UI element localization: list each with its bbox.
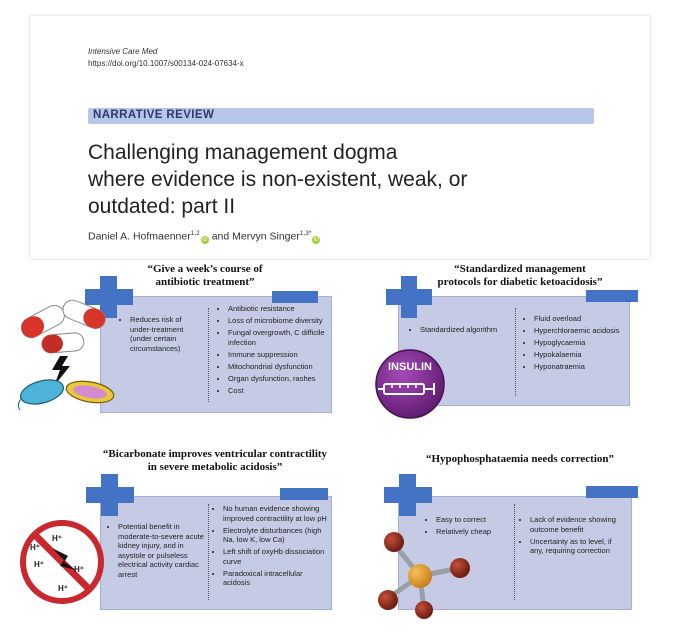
panel-4-title: “Hypophosphataemia needs correction”	[400, 453, 640, 466]
panel-3-title: “Bicarbonate improves ventricular contra…	[70, 448, 360, 474]
panel-2-title-line-2: protocols for diabetic ketoacidosis”	[437, 276, 603, 288]
list-item: Organ dysfunction, rashes	[228, 374, 330, 384]
list-item: Loss of microbiome diversity	[228, 316, 330, 326]
panel-2-title-line-1: “Standardized management	[454, 263, 586, 275]
panel-4-title-line-1: “Hypophosphataemia needs correction”	[425, 453, 615, 465]
list-item: Lack of evidence showing outcome benefit	[530, 515, 624, 534]
panel-1-title: “Give a week’s course of antibiotic trea…	[100, 263, 310, 289]
panel-3-box	[100, 496, 332, 610]
author-connector: and	[208, 230, 233, 243]
journal-name: Intensive Care Med	[88, 47, 158, 56]
phosphate-molecule-icon	[378, 532, 470, 619]
panel-divider	[514, 504, 515, 600]
panel-4-cons: Lack of evidence showing outcome benefit…	[520, 515, 624, 558]
panel-2-pros: Standardized algorithm	[410, 325, 510, 337]
article-title-line-3: outdated: part II	[88, 195, 236, 218]
author-1-affiliation: 1,2	[190, 230, 200, 237]
list-item: Potential benefit in moderate-to-severe …	[118, 522, 204, 579]
no-acid-icon	[20, 520, 104, 604]
list-item: Left shift of oxyHb dissociation curve	[223, 547, 331, 566]
orcid-icon[interactable]: iD	[312, 235, 321, 244]
panel-divider	[515, 308, 516, 396]
plus-icon	[86, 474, 134, 516]
hydrogen-ion-label: H⁺	[30, 543, 40, 552]
minus-icon	[586, 290, 638, 302]
doi-link[interactable]: https://doi.org/10.1007/s00134-024-07634…	[88, 59, 244, 68]
list-item: Hyperchloraemic acidosis	[534, 326, 624, 336]
panel-3-title-line-2: in severe metabolic acidosis”	[147, 461, 283, 473]
article-title-line-2: where evidence is non-existent, weak, or	[88, 168, 468, 191]
list-item: Electrolyte disturbances (high Na, low K…	[223, 526, 331, 545]
list-item: Relatively cheap	[436, 527, 514, 537]
list-item: Paradoxical intracellular acidosis	[223, 569, 331, 588]
panel-2-cons: Fluid overload Hyperchloraemic acidosis …	[524, 314, 624, 374]
panel-1-cons: Antibiotic resistance Loss of microbiome…	[218, 304, 330, 398]
orcid-icon[interactable]: iD	[200, 235, 209, 244]
author-2-affiliation: 1,3*	[299, 230, 312, 237]
hydrogen-ion-glyph: H⁺	[74, 565, 84, 574]
section-label: NARRATIVE REVIEW	[93, 109, 215, 121]
minus-icon	[272, 291, 318, 303]
panel-divider	[208, 308, 209, 402]
plus-icon	[85, 276, 133, 318]
list-item: No human evidence showing improved contr…	[223, 504, 331, 523]
list-item: Fluid overload	[534, 314, 624, 324]
hydrogen-ion-glyph: H⁺	[34, 560, 44, 569]
list-item: Antibiotic resistance	[228, 304, 330, 314]
list-item: Hyponatraemia	[534, 362, 624, 372]
author-1[interactable]: Daniel A. Hofmaenner	[88, 230, 191, 243]
list-item: Mitochondrial dysfunction	[228, 362, 330, 372]
list-item: Standardized algorithm	[420, 325, 510, 335]
panel-divider	[208, 504, 209, 600]
panel-3-pros: Potential benefit in moderate-to-severe …	[108, 522, 204, 582]
insulin-syringe-icon: INSULIN	[374, 348, 446, 420]
panel-4-pros: Easy to correct Relatively cheap	[426, 515, 514, 539]
list-item: Hypoglycaemia	[534, 338, 624, 348]
list-item: Immune suppression	[228, 350, 330, 360]
list-item: Fungal overgrowth, C difficile infection	[228, 328, 330, 347]
plus-icon	[384, 474, 432, 516]
article-title-line-1: Challenging management dogma	[88, 141, 398, 164]
panel-3-title-line-1: “Bicarbonate improves ventricular contra…	[102, 448, 328, 460]
author-2[interactable]: Mervyn Singer	[232, 230, 300, 243]
list-item: Reduces risk of under-treatment (under c…	[130, 315, 200, 353]
minus-icon	[280, 488, 328, 500]
section-label-bar: NARRATIVE REVIEW	[88, 108, 594, 124]
panel-1-box	[100, 296, 332, 413]
panel-2-title: “Standardized management protocols for d…	[395, 263, 645, 289]
list-item: Uncertainty as to level, if any, requiri…	[530, 537, 624, 556]
insulin-label: INSULIN	[388, 361, 432, 373]
pills-bacteria-icon	[17, 299, 115, 411]
list-item: Hypokalaemia	[534, 350, 624, 360]
plus-icon	[386, 276, 432, 318]
panel-1-title-line-1: “Give a week’s course of	[147, 263, 263, 275]
panel-4-box	[398, 496, 632, 610]
panel-1-title-line-2: antibiotic treatment”	[155, 276, 255, 288]
article-header-card	[30, 16, 650, 259]
list-item: Cost	[228, 386, 330, 396]
hydrogen-ion-glyph: H⁺	[58, 584, 68, 593]
panel-3-cons: No human evidence showing improved contr…	[213, 504, 331, 590]
minus-icon	[586, 486, 638, 498]
panel-1-pros: Reduces risk of under-treatment (under c…	[120, 315, 200, 356]
list-item: Easy to correct	[436, 515, 514, 525]
hydrogen-ion-glyph: H⁺	[52, 534, 62, 543]
author-line: Daniel A. Hofmaenner1,2iD and Mervyn Sin…	[88, 230, 321, 244]
